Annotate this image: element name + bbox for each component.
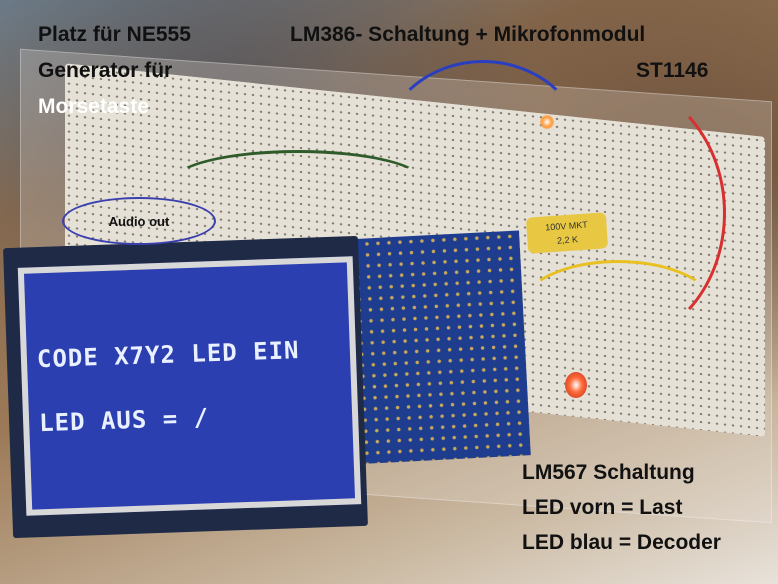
red-led [565,372,587,398]
annotation-top-right-1: LM386- Schaltung + Mikrofonmodul [290,23,646,46]
green-wire [170,150,426,216]
annotation-top-left-2: Generator für [38,59,173,82]
annotation-top-left-1: Platz für NE555 [38,23,191,46]
annotation-top-left-3: Morsetaste [38,95,149,118]
annotation-bottom-3: LED blau = Decoder [522,531,721,554]
annotation-bottom-1: LM567 Schaltung [522,461,695,484]
audio-out-annotation: Audio out [62,197,216,245]
mic-module-led [540,115,554,129]
red-wire [500,80,726,346]
annotation-top-right-2: ST1146 [636,59,709,82]
lcd-line-1: CODE X7Y2 LED EIN [36,336,300,374]
audio-out-label: Audio out [108,213,170,229]
yellow-wire [520,260,716,356]
lcd-screen: CODE X7Y2 LED EIN LED AUS = / [17,256,362,516]
arduino-shield [339,230,531,465]
blue-wire [380,60,586,246]
capacitor: 100V MKT 2,2 K [525,212,609,254]
annotation-bottom-2: LED vorn = Last [522,496,683,519]
lcd-line-2: LED AUS = / [38,403,210,438]
